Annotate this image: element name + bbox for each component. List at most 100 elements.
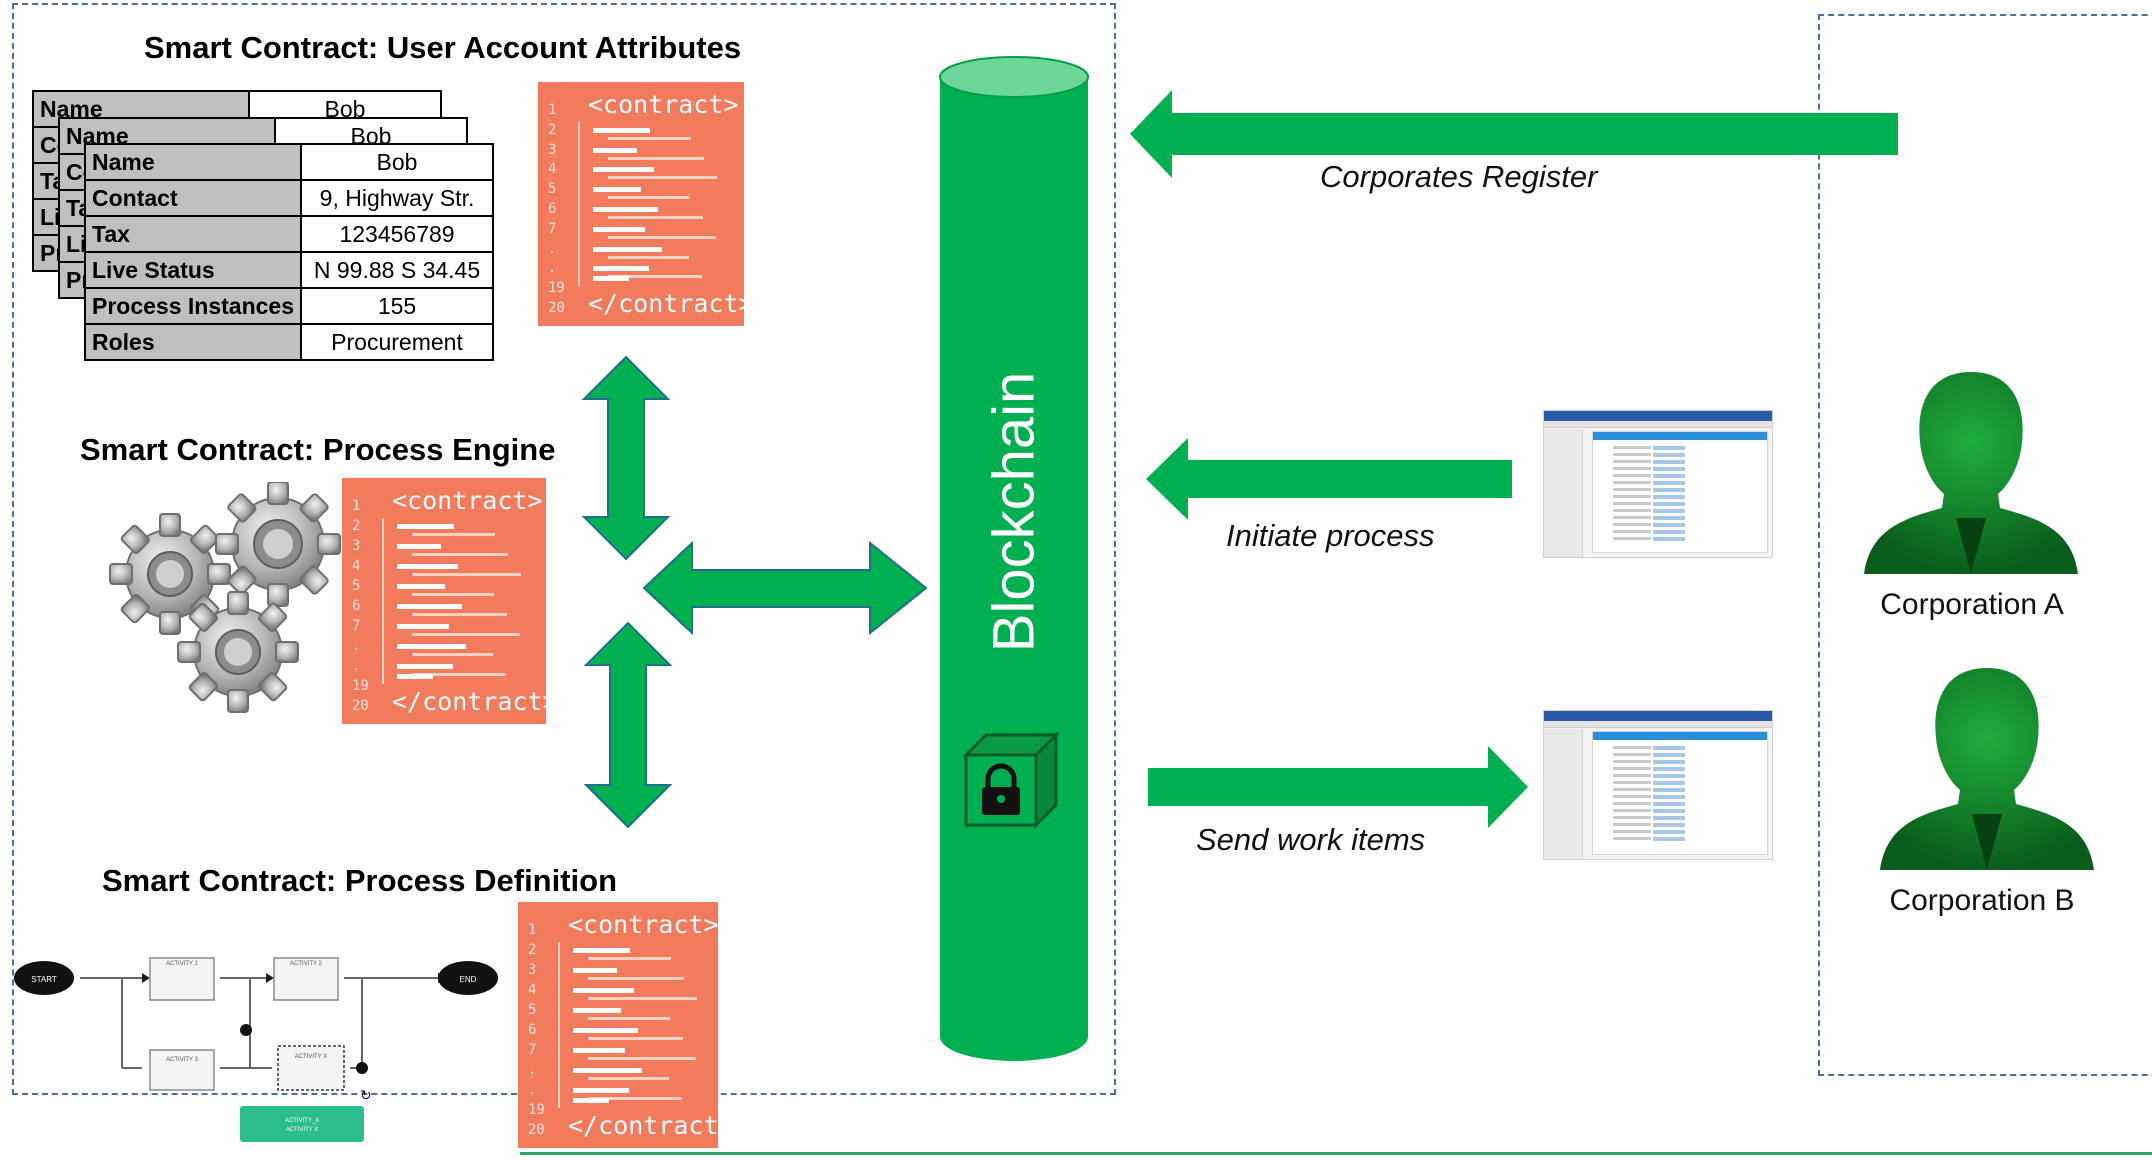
process-definition-title: Smart Contract: Process Definition: [102, 863, 618, 898]
form-field: [1653, 516, 1685, 520]
attr-value-roles: Procurement: [300, 323, 495, 361]
attr-value-tax: 123456789: [300, 215, 495, 253]
form-field: [1653, 809, 1685, 813]
code-line: [412, 633, 520, 636]
person-icon: [1880, 668, 2094, 870]
code-line: [397, 674, 433, 679]
process-engine-title: Smart Contract: Process Engine: [80, 432, 556, 467]
contract-close-tag: </contract>: [568, 1111, 718, 1140]
code-line: [608, 156, 704, 160]
line-number: 20: [528, 1122, 545, 1138]
form-label: [1613, 795, 1651, 798]
double-arrow-vertical-bottom: [583, 621, 673, 829]
code-line: [588, 1097, 682, 1100]
form-field: [1653, 760, 1685, 764]
attr-key-contact: Contact: [83, 179, 303, 217]
form-label: [1613, 760, 1651, 763]
form-label: [1613, 830, 1651, 833]
line-number: 7: [548, 220, 557, 237]
code-line: [588, 1057, 696, 1060]
form-label: [1613, 530, 1651, 533]
code-line: [412, 593, 494, 596]
attr-key-live-status: Live Status: [83, 251, 303, 289]
line-number: 4: [352, 558, 361, 574]
form-label: [1613, 774, 1651, 777]
line-number: .: [548, 260, 557, 277]
form-label: [1613, 802, 1651, 805]
blockchain-cylinder: [939, 56, 1089, 1061]
code-line: [397, 564, 458, 569]
activity-3-box: [149, 1049, 215, 1091]
form-field: [1653, 774, 1685, 778]
code-line: [608, 136, 691, 140]
line-number: 2: [548, 121, 557, 138]
corporation-b-label: Corporation B: [1889, 884, 2075, 917]
code-line: [593, 207, 658, 212]
line-number: 4: [528, 982, 537, 998]
code-line: [588, 957, 671, 960]
line-number: 7: [352, 618, 361, 634]
code-line: [573, 1028, 638, 1033]
line-number: 3: [548, 141, 557, 158]
form-field: [1653, 837, 1685, 841]
code-line: [593, 187, 641, 193]
form-label: [1613, 481, 1651, 484]
line-number: 3: [528, 962, 537, 978]
corporation-a-label: Corporation A: [1880, 588, 2064, 621]
code-line: [412, 553, 508, 556]
line-number: 7: [528, 1042, 537, 1058]
process-flow-diagram: START END ACTIVITY 1 ACTIVITY 2 ACTIVITY…: [14, 957, 498, 1142]
lock-icon: [962, 731, 1060, 829]
activity-x-box: [277, 1045, 345, 1091]
form-field: [1653, 509, 1685, 513]
activity-2-box: [273, 957, 339, 1001]
code-line: [593, 266, 649, 272]
code-line: [397, 584, 445, 589]
form-label: [1613, 537, 1651, 540]
form-field: [1653, 453, 1685, 457]
attr-key-process-instances: Process Instances: [83, 287, 303, 325]
form-field: [1653, 781, 1685, 785]
send-work-items-label: Send work items: [1196, 822, 1426, 857]
code-line: [608, 196, 690, 200]
code-line: [573, 948, 630, 953]
form-label: [1613, 816, 1651, 819]
code-line: [608, 176, 717, 180]
code-line: [573, 1088, 629, 1093]
attr-value-live-status: N 99.88 S 34.45: [300, 251, 495, 289]
line-number: 2: [528, 942, 537, 958]
start-node-label: START: [31, 975, 57, 984]
double-arrow-vertical-top: [581, 355, 671, 561]
code-line: [573, 1068, 642, 1073]
line-number: 5: [352, 578, 361, 594]
contract-close-tag: </contract>: [392, 687, 546, 716]
form-field: [1653, 537, 1685, 541]
line-number: 1: [528, 922, 537, 938]
code-line: [608, 235, 716, 239]
activity-2-label: ACTIVITY 2: [290, 961, 323, 967]
form-field: [1653, 502, 1685, 506]
form-label: [1613, 788, 1651, 791]
selected-activity-line2: ACTIVITY X: [286, 1127, 319, 1133]
line-number: 19: [548, 280, 565, 297]
code-line: [412, 573, 521, 576]
form-label: [1613, 746, 1651, 749]
contract-open-tag: <contract>: [392, 486, 543, 515]
form-field: [1653, 767, 1685, 771]
form-field: [1653, 446, 1685, 450]
code-line: [593, 127, 650, 133]
connect-icon: [356, 1062, 368, 1074]
line-number: 6: [548, 201, 557, 217]
internal-arrows: [581, 355, 928, 829]
form-field: [1653, 802, 1685, 806]
form-label: [1613, 809, 1651, 812]
double-arrow-horizontal: [642, 540, 928, 636]
code-line: [588, 1017, 670, 1020]
user-account-title: Smart Contract: User Account Attributes: [144, 30, 742, 65]
corporations-container: [1818, 14, 2152, 1076]
form-label: [1613, 753, 1651, 756]
form-label: [1613, 781, 1651, 784]
bottom-accent-line: [520, 1152, 2152, 1155]
send-work-items-arrow: [1148, 746, 1528, 828]
